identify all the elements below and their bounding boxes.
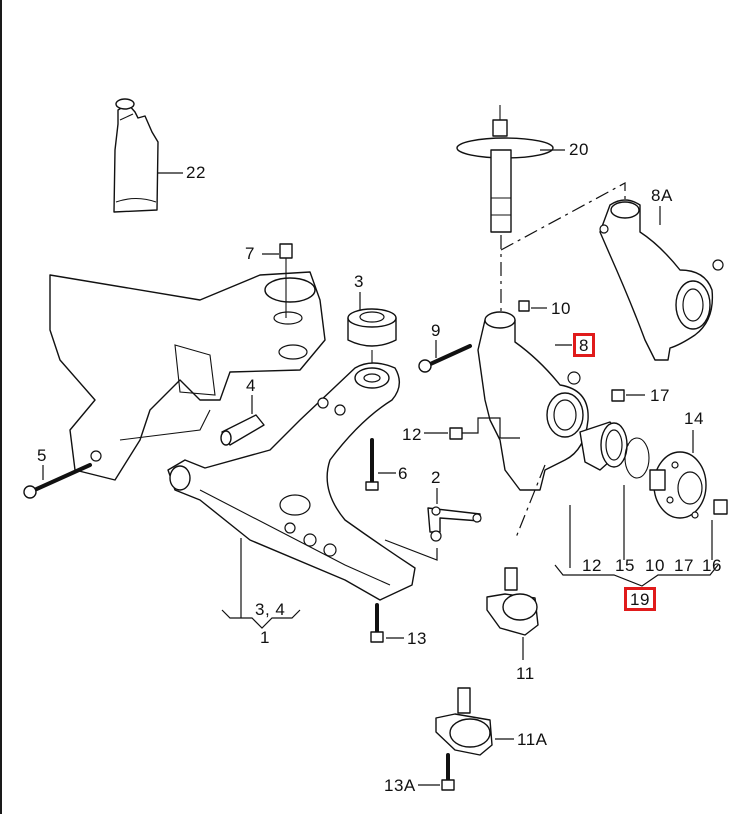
bolt-13-part[interactable]: [370, 603, 384, 643]
nut-12-part[interactable]: [449, 427, 463, 440]
callout-16[interactable]: 16: [702, 556, 722, 575]
callout-12-kit[interactable]: 12: [582, 556, 602, 575]
callout-14[interactable]: 14: [684, 409, 704, 428]
callout-20[interactable]: 20: [569, 140, 589, 159]
callout-7[interactable]: 7: [245, 244, 255, 263]
leader-lines: [42, 149, 719, 786]
housing-ball-joint-line: [514, 464, 546, 541]
wheel-hub-part[interactable]: [649, 451, 707, 519]
bolt-9-part[interactable]: [418, 344, 472, 373]
bolt-5-part[interactable]: [23, 463, 92, 499]
hub-bolt-16-part[interactable]: [713, 499, 728, 515]
bracket-2-part[interactable]: [427, 506, 482, 542]
callout-2[interactable]: 2: [431, 468, 441, 487]
image-left-border: [0, 0, 2, 814]
grease-tube-part[interactable]: [113, 98, 159, 213]
bearing-housing-8a-part[interactable]: [599, 199, 724, 361]
ball-joint-11a-part[interactable]: [435, 687, 493, 756]
callout-22[interactable]: 22: [186, 163, 206, 182]
control-arm-part[interactable]: [167, 362, 416, 601]
callout-1[interactable]: 1: [260, 628, 270, 647]
callout-19-highlighted[interactable]: 19: [624, 587, 656, 611]
circlip-part[interactable]: [624, 437, 650, 479]
callout-13a[interactable]: 13A: [384, 776, 416, 795]
callout-6[interactable]: 6: [398, 464, 408, 483]
wheel-bearing-part[interactable]: [579, 421, 629, 471]
callout-12-nut[interactable]: 12: [402, 425, 422, 444]
nut-17-part[interactable]: [611, 389, 625, 402]
callout-13[interactable]: 13: [407, 629, 427, 648]
callout-17-top[interactable]: 17: [650, 386, 670, 405]
callout-10-kit[interactable]: 10: [645, 556, 665, 575]
callout-17-kit[interactable]: 17: [674, 556, 694, 575]
callout-3[interactable]: 3: [354, 272, 364, 291]
ball-joint-11-part[interactable]: [486, 567, 539, 636]
callout-9[interactable]: 9: [431, 321, 441, 340]
callout-4[interactable]: 4: [246, 376, 256, 395]
bush-4-part[interactable]: [220, 414, 265, 446]
bush-3-part[interactable]: [347, 308, 397, 368]
callout-8a[interactable]: 8A: [651, 186, 673, 205]
leader-2-arm: [384, 539, 438, 561]
callout-3-4[interactable]: 3, 4: [255, 600, 286, 619]
subframe-part[interactable]: [49, 271, 326, 481]
bolt-13a-part[interactable]: [441, 753, 455, 791]
callout-11[interactable]: 11: [516, 664, 535, 683]
nut-10-part[interactable]: [518, 300, 530, 312]
callout-11a[interactable]: 11A: [517, 730, 548, 749]
callout-5[interactable]: 5: [37, 446, 47, 465]
leader-12: [462, 417, 520, 439]
strut-part[interactable]: [456, 105, 554, 233]
callout-15[interactable]: 15: [615, 556, 635, 575]
nut-7-part[interactable]: [279, 243, 293, 318]
strut-8a-axis-line: [500, 181, 626, 251]
callout-10-top[interactable]: 10: [551, 299, 571, 318]
bolt-6-part[interactable]: [365, 438, 379, 491]
callout-8-highlighted[interactable]: 8: [573, 333, 595, 357]
bearing-housing-8-part[interactable]: [477, 311, 589, 491]
